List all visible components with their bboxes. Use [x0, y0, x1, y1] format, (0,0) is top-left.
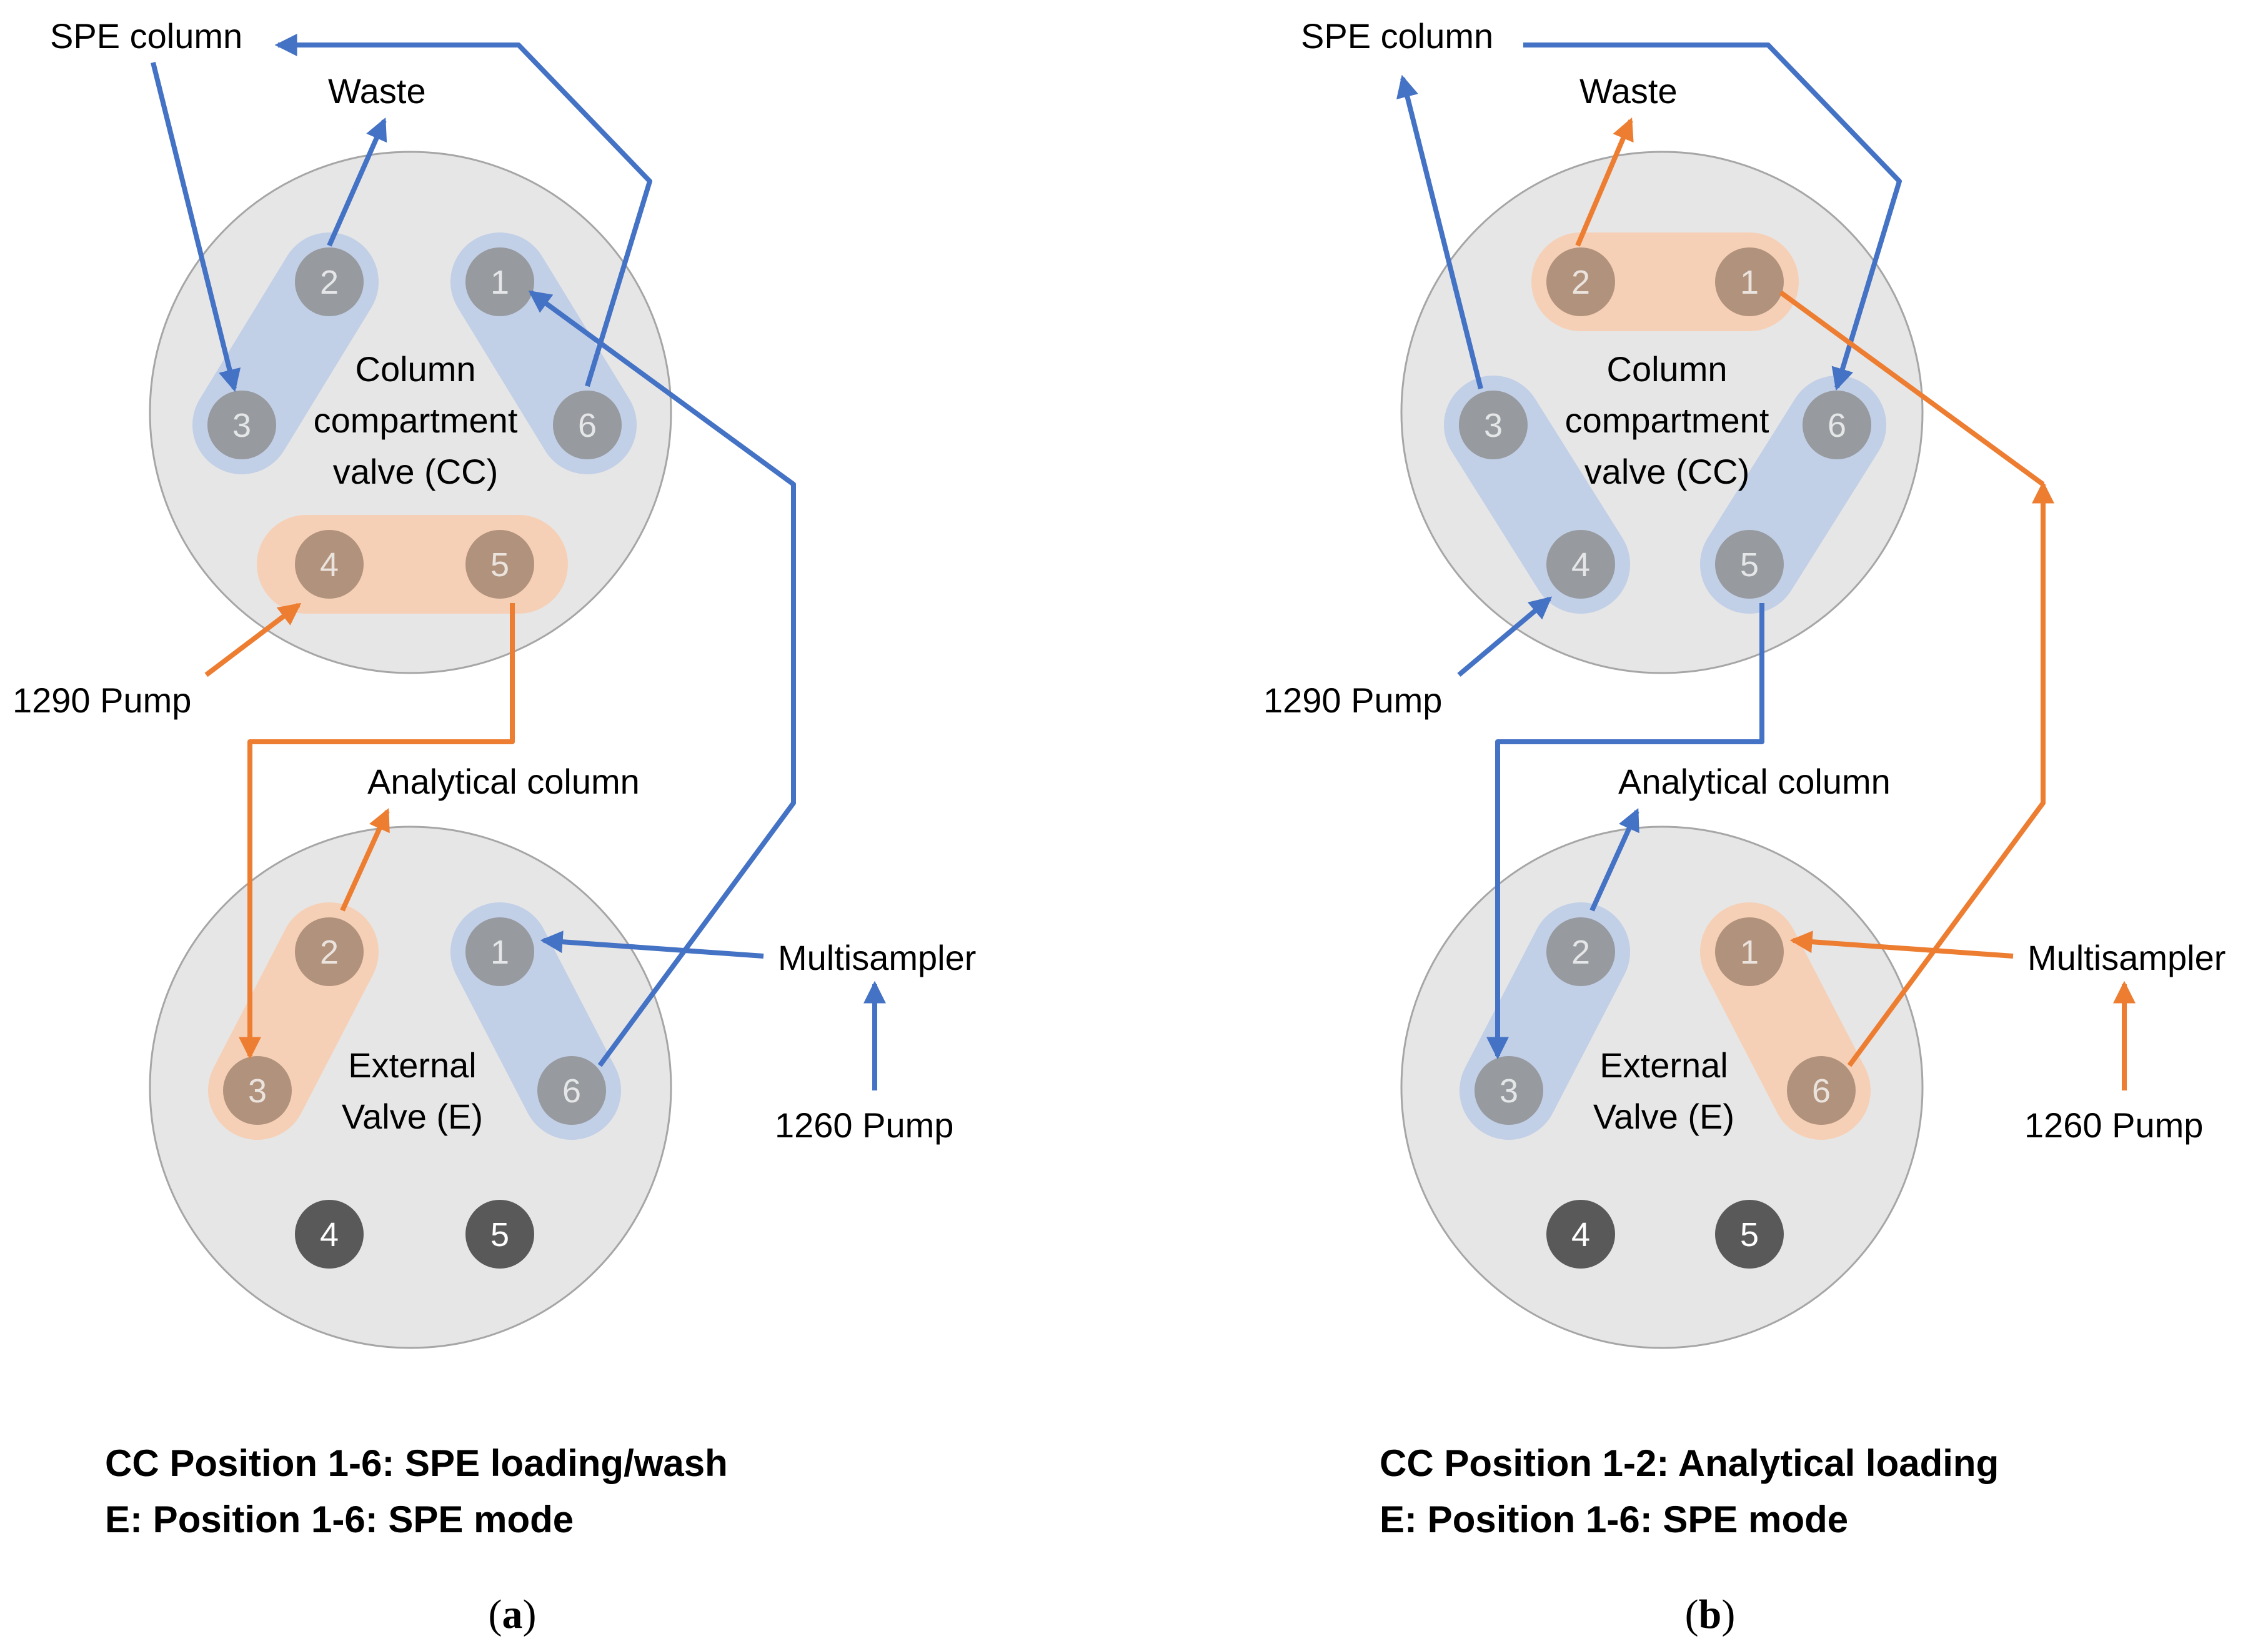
cc-port-6-label: 6 [1828, 407, 1846, 444]
flow-spe-column-to-cc3 [151, 62, 241, 392]
cc-valve-label-line-1: Column [1607, 349, 1728, 389]
cc-port-5-label: 5 [1740, 546, 1759, 584]
cc-valve-label-line-2: compartment [1565, 401, 1769, 440]
ext-port-5 [465, 1200, 534, 1269]
flow-cc5-to-ext3 [1486, 603, 1764, 1060]
ext-port-4 [1546, 1200, 1615, 1269]
panel-b-tag: (b) [1685, 1592, 1736, 1637]
analytical-column-label: Analytical column [367, 762, 640, 801]
cc-port-5 [465, 530, 534, 599]
flow-ext2-to-analytical-column [1589, 808, 1639, 912]
caption-line-2: E: Position 1-6: SPE mode [1380, 1499, 1848, 1540]
cc-port-1 [1715, 247, 1784, 316]
cc-port-1 [465, 247, 534, 316]
flow-spe-column-to-cc6 [1523, 42, 1902, 391]
ext-port-3-label: 3 [1500, 1072, 1518, 1110]
flow-ext6-to-cc1 [1847, 481, 2054, 1067]
ext-port-6-label: 6 [1812, 1072, 1831, 1110]
flow-ext6-to-cc1 [528, 290, 796, 1067]
ext-port-1 [1715, 917, 1784, 986]
cc-valve-label-line-3: valve (CC) [333, 452, 498, 491]
waste-label: Waste [328, 71, 426, 111]
ext-port-4-label: 4 [1571, 1216, 1590, 1254]
cc-port-4 [295, 530, 364, 599]
ext-valve-label-line-1: External [1599, 1045, 1728, 1085]
ext-port-6 [1787, 1056, 1856, 1125]
ext-port-5-label: 5 [1740, 1216, 1759, 1254]
multisampler-label: Multisampler [778, 938, 976, 977]
ext-valve-label-line-1: External [348, 1045, 476, 1085]
flow-1290-pump-to-cc4 [204, 602, 302, 677]
caption-line-1: CC Position 1-2: Analytical loading [1380, 1442, 1999, 1484]
cc-port-6 [1803, 391, 1871, 459]
spe-column-label: SPE column [50, 16, 242, 56]
ext-port-5 [1715, 1200, 1784, 1269]
pump-1260-label: 1260 Pump [2024, 1105, 2203, 1145]
ext-port-4-label: 4 [320, 1216, 339, 1254]
flow-multisampler-to-ext1 [540, 930, 764, 959]
ext-port-2 [1546, 917, 1615, 986]
ext-port-2-label: 2 [320, 934, 339, 971]
flow-cc5-to-ext3 [239, 603, 515, 1060]
cc-port-2 [1546, 247, 1615, 316]
cc-port-6-label: 6 [578, 407, 597, 444]
ext-port-2 [295, 917, 364, 986]
cc-port-2 [295, 247, 364, 316]
cc-port-4 [1546, 530, 1615, 599]
flow-cc1-connector [1779, 290, 2045, 487]
flow-ext2-to-analytical-column [340, 808, 390, 912]
cc-port-2-label: 2 [1571, 264, 1590, 301]
cc-port-1-label: 1 [490, 264, 509, 301]
cc-port-4-label: 4 [320, 546, 339, 584]
cc-port-3-label: 3 [232, 407, 251, 444]
ext-port-6-label: 6 [562, 1072, 581, 1110]
ext-port-4 [295, 1200, 364, 1269]
flow-1290-pump-to-cc4 [1457, 596, 1553, 677]
flow-cc2-to-waste [1575, 117, 1634, 247]
cc-port-2-label: 2 [320, 264, 339, 301]
cc-port-3-label: 3 [1484, 407, 1503, 444]
caption-line-2: E: Position 1-6: SPE mode [105, 1499, 574, 1540]
cc-port-1-label: 1 [1740, 264, 1759, 301]
flow-cc6-to-spe-column [274, 34, 652, 387]
ext-port-3 [223, 1056, 292, 1125]
cc-port-5-label: 5 [490, 546, 509, 584]
analytical-column-label: Analytical column [1618, 762, 1891, 801]
ext-port-3 [1475, 1056, 1543, 1125]
ext-port-1 [465, 917, 534, 986]
cc-port-4-label: 4 [1571, 546, 1590, 584]
pump-1260-label: 1260 Pump [775, 1105, 953, 1145]
flow-multisampler-to-ext1 [1789, 930, 2014, 959]
ext-port-6 [537, 1056, 606, 1125]
caption-line-1: CC Position 1-6: SPE loading/wash [105, 1442, 728, 1484]
cc-valve-label-line-2: compartment [314, 401, 518, 440]
ext-port-1-label: 1 [490, 934, 509, 971]
pump-1290-label: 1290 Pump [12, 681, 191, 720]
panel-a-tag: (a) [489, 1592, 537, 1637]
cc-valve-label-line-3: valve (CC) [1584, 452, 1749, 491]
ext-valve-label-line-2: Valve (E) [342, 1097, 483, 1136]
flow-cc3-to-spe-column [1396, 74, 1483, 389]
waste-label: Waste [1579, 71, 1678, 111]
panel-a: 1 2 3 4 5 6 Column compartment valve (CC… [12, 16, 976, 1637]
panel-b: 1 2 3 4 5 6 Column compartment valve (CC… [1263, 16, 2226, 1637]
multisampler-label: Multisampler [2027, 938, 2226, 977]
pump-1290-label: 1290 Pump [1263, 681, 1442, 720]
spe-column-label: SPE column [1301, 16, 1493, 56]
flow-cc2-to-waste [327, 117, 387, 247]
cc-port-5 [1715, 530, 1784, 599]
ext-port-1-label: 1 [1740, 934, 1759, 971]
ext-port-3-label: 3 [248, 1072, 267, 1110]
cc-valve-label-line-1: Column [356, 349, 476, 389]
cc-port-3 [207, 391, 276, 459]
ext-valve-label-line-2: Valve (E) [1593, 1097, 1734, 1136]
cc-port-6 [553, 391, 622, 459]
ext-port-5-label: 5 [490, 1216, 509, 1254]
ext-port-2-label: 2 [1571, 934, 1590, 971]
cc-port-3 [1459, 391, 1528, 459]
